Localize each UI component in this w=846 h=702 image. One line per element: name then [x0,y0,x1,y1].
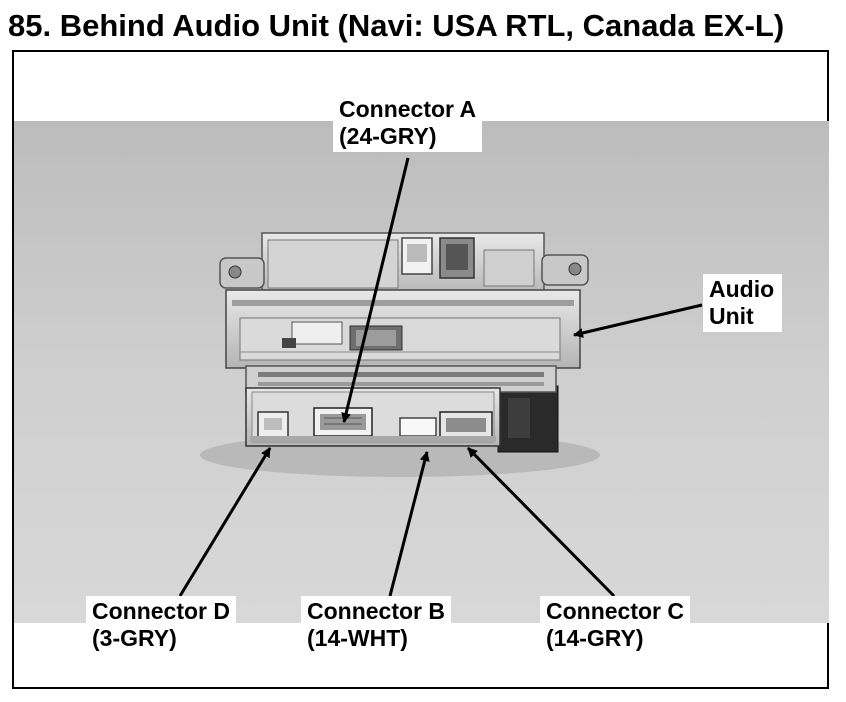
mount-tab-left [219,257,265,289]
callout-connector-b-spec: (14-WHT) [307,625,408,651]
arrow-connector-b [388,451,430,597]
callout-connector-d-name: Connector D [92,598,230,624]
callout-connector-c-name: Connector C [546,598,684,624]
callout-connector-a-spec: (24-GRY) [339,123,437,149]
callout-audio-unit: Audio Unit [703,274,783,332]
callout-connector-d-spec: (3-GRY) [92,625,177,651]
arrow-connector-a [341,157,410,423]
callout-connector-a: Connector A (24-GRY) [333,94,483,152]
arrow-connector-d [178,447,272,597]
callout-connector-d: Connector D (3-GRY) [86,596,236,654]
page-title: 85. Behind Audio Unit (Navi: USA RTL, Ca… [8,8,785,43]
callout-connector-c-spec: (14-GRY) [546,625,644,651]
callout-connector-b-name: Connector B [307,598,445,624]
callout-connector-b: Connector B (14-WHT) [301,596,451,654]
callout-connector-c: Connector C (14-GRY) [540,596,690,654]
connector-b-housing [399,417,437,437]
arrow-audio-unit [573,303,703,338]
callout-audio-unit-line2: Unit [709,303,754,329]
callout-connector-a-name: Connector A [339,96,477,122]
arrow-connector-c [466,446,616,598]
mount-tab-right [541,254,589,286]
callout-audio-unit-line1: Audio [709,276,775,302]
